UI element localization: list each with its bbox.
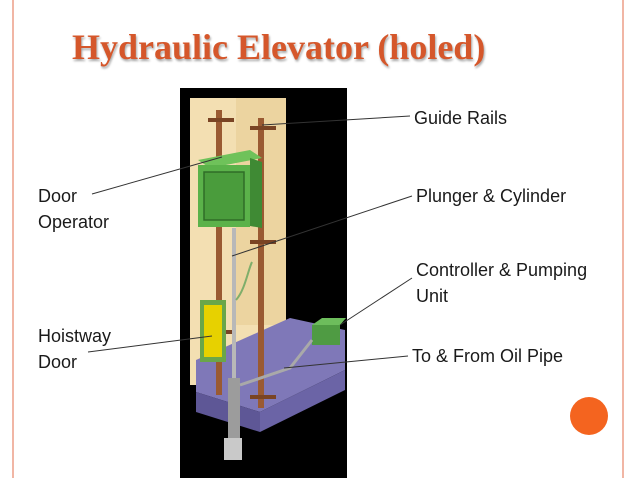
label-guide-rails: Guide Rails [414,108,508,128]
machine-room-side [260,370,345,432]
pump-unit [312,325,340,345]
leader-hoistway-door [87,335,213,353]
rail-bracket-3 [250,240,276,244]
rail-bracket-2 [250,126,276,130]
slide-frame-right [622,0,638,478]
cylinder-base [224,438,242,460]
rail-bracket-1 [208,118,234,122]
label-door-operator-line2: Operator [38,212,110,232]
hoistway-door-panel [204,305,222,357]
oil-pipe [239,339,314,387]
rail-bracket-5 [250,395,276,399]
accent-dot [570,397,608,435]
leader-door-operator [91,156,223,195]
pump-unit-top [312,318,346,325]
car-top [198,150,262,168]
label-oil-pipe: To & From Oil Pipe [412,346,564,366]
leader-plunger [231,195,413,257]
car-side [250,158,262,228]
guide-rail-right [258,118,264,408]
leader-guide-rails [261,115,411,126]
plunger [232,228,236,378]
label-controller-line2: Unit [416,286,449,306]
car-window [203,171,245,221]
guide-rail-left [216,110,222,395]
cylinder [228,378,240,438]
label-hoistway-door-line1: Hoistway [38,326,112,346]
label-hoistway-door-line2: Door [38,352,78,372]
leader-controller [339,277,413,326]
leader-oil-pipe [283,355,409,369]
label-door-operator-line1: Door [38,186,78,206]
label-plunger-cylinder: Plunger & Cylinder [416,186,567,206]
slide-frame-left [0,0,14,478]
slide-title: Hydraulic Elevator (holed) [72,27,486,67]
plunger-pipe [235,261,253,301]
label-controller-line1: Controller & Pumping [416,260,588,280]
